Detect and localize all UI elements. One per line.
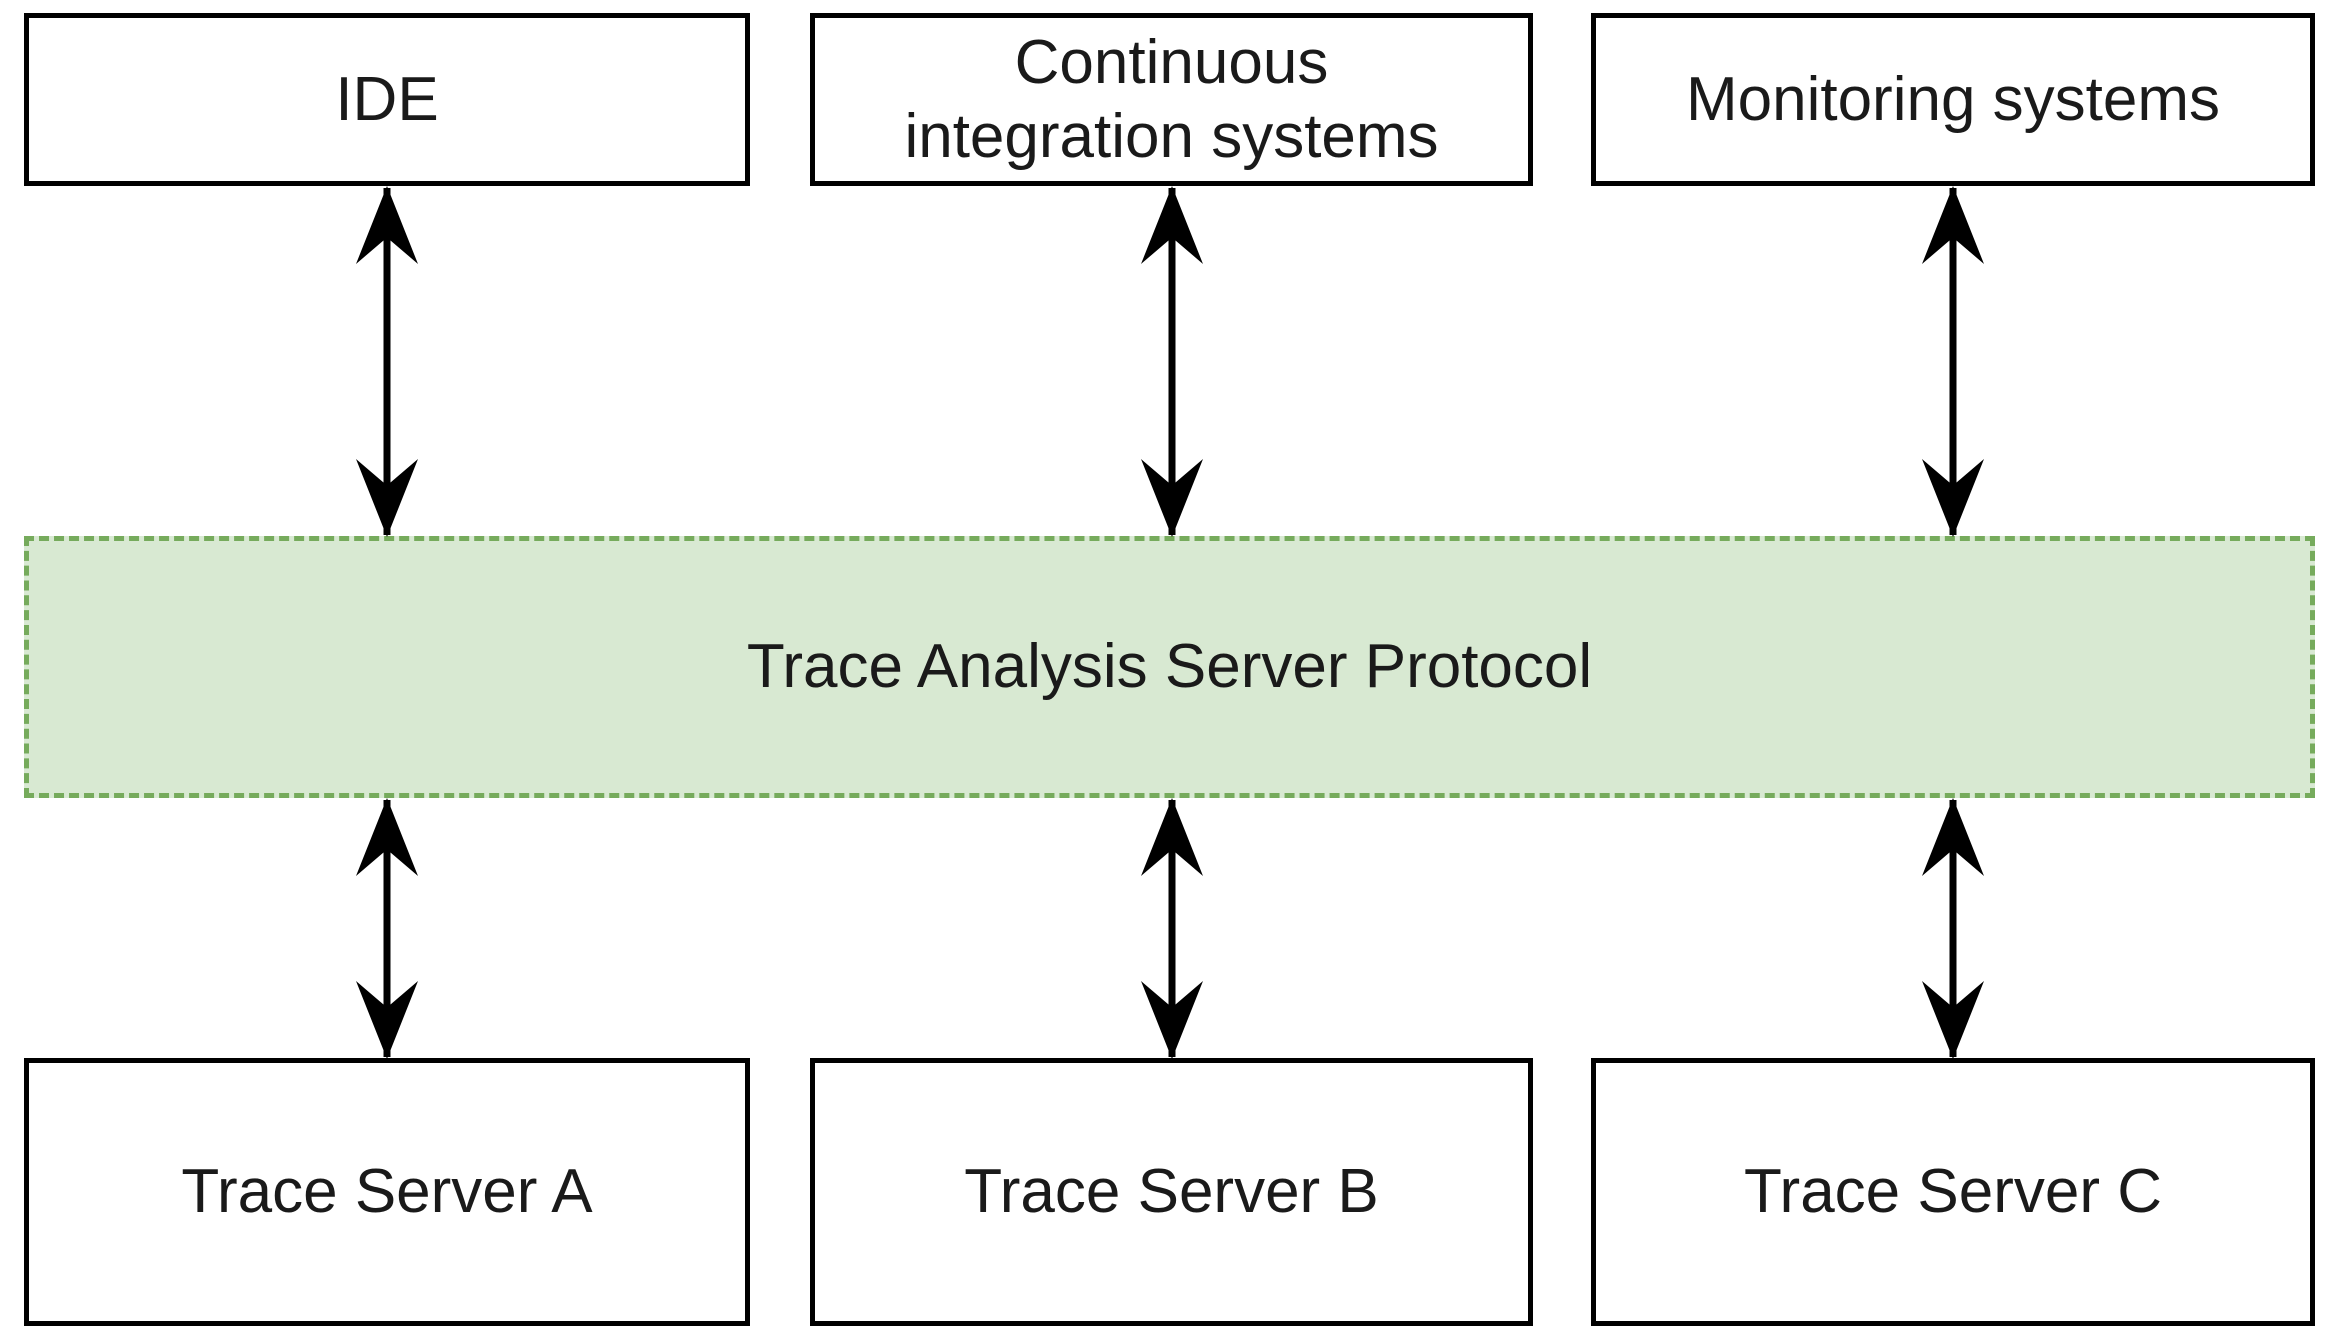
arrowhead-down <box>356 981 418 1059</box>
arrowhead-down <box>1922 459 1984 537</box>
node-trace-server-b[interactable]: Trace Server B <box>810 1058 1533 1326</box>
arrowhead-up <box>1141 798 1203 876</box>
node-trace-server-b-label: Trace Server B <box>964 1157 1379 1227</box>
protocol-band-label: Trace Analysis Server Protocol <box>746 632 1593 702</box>
node-monitoring-systems-label: Monitoring systems <box>1685 64 2221 134</box>
connector-ci-to-protocol <box>1141 186 1203 537</box>
node-ide[interactable]: IDE <box>24 13 750 186</box>
node-trace-server-c-label: Trace Server C <box>1743 1157 2162 1227</box>
node-continuous-integration-systems[interactable]: Continuous integration systems <box>810 13 1533 186</box>
arrowhead-up <box>356 798 418 876</box>
arrowhead-down <box>356 459 418 537</box>
arrowhead-up <box>1141 186 1203 264</box>
node-trace-server-a-label: Trace Server A <box>181 1157 593 1227</box>
arrowhead-down <box>1922 981 1984 1059</box>
arrowhead-down <box>1141 459 1203 537</box>
connector-monitoring-to-protocol <box>1922 186 1984 537</box>
arrowhead-down <box>1141 981 1203 1059</box>
node-ide-label: IDE <box>335 64 439 134</box>
node-monitoring-systems[interactable]: Monitoring systems <box>1591 13 2315 186</box>
connector-protocol-to-server-a <box>356 798 418 1059</box>
connector-ide-to-protocol <box>356 186 418 537</box>
connector-protocol-to-server-b <box>1141 798 1203 1059</box>
protocol-band[interactable]: Trace Analysis Server Protocol <box>24 536 2315 798</box>
arrowhead-up <box>1922 186 1984 264</box>
node-continuous-integration-systems-label: Continuous integration systems <box>904 28 1439 171</box>
arrowhead-up <box>356 186 418 264</box>
node-trace-server-a[interactable]: Trace Server A <box>24 1058 750 1326</box>
node-trace-server-c[interactable]: Trace Server C <box>1591 1058 2315 1326</box>
arrowhead-up <box>1922 798 1984 876</box>
connector-protocol-to-server-c <box>1922 798 1984 1059</box>
